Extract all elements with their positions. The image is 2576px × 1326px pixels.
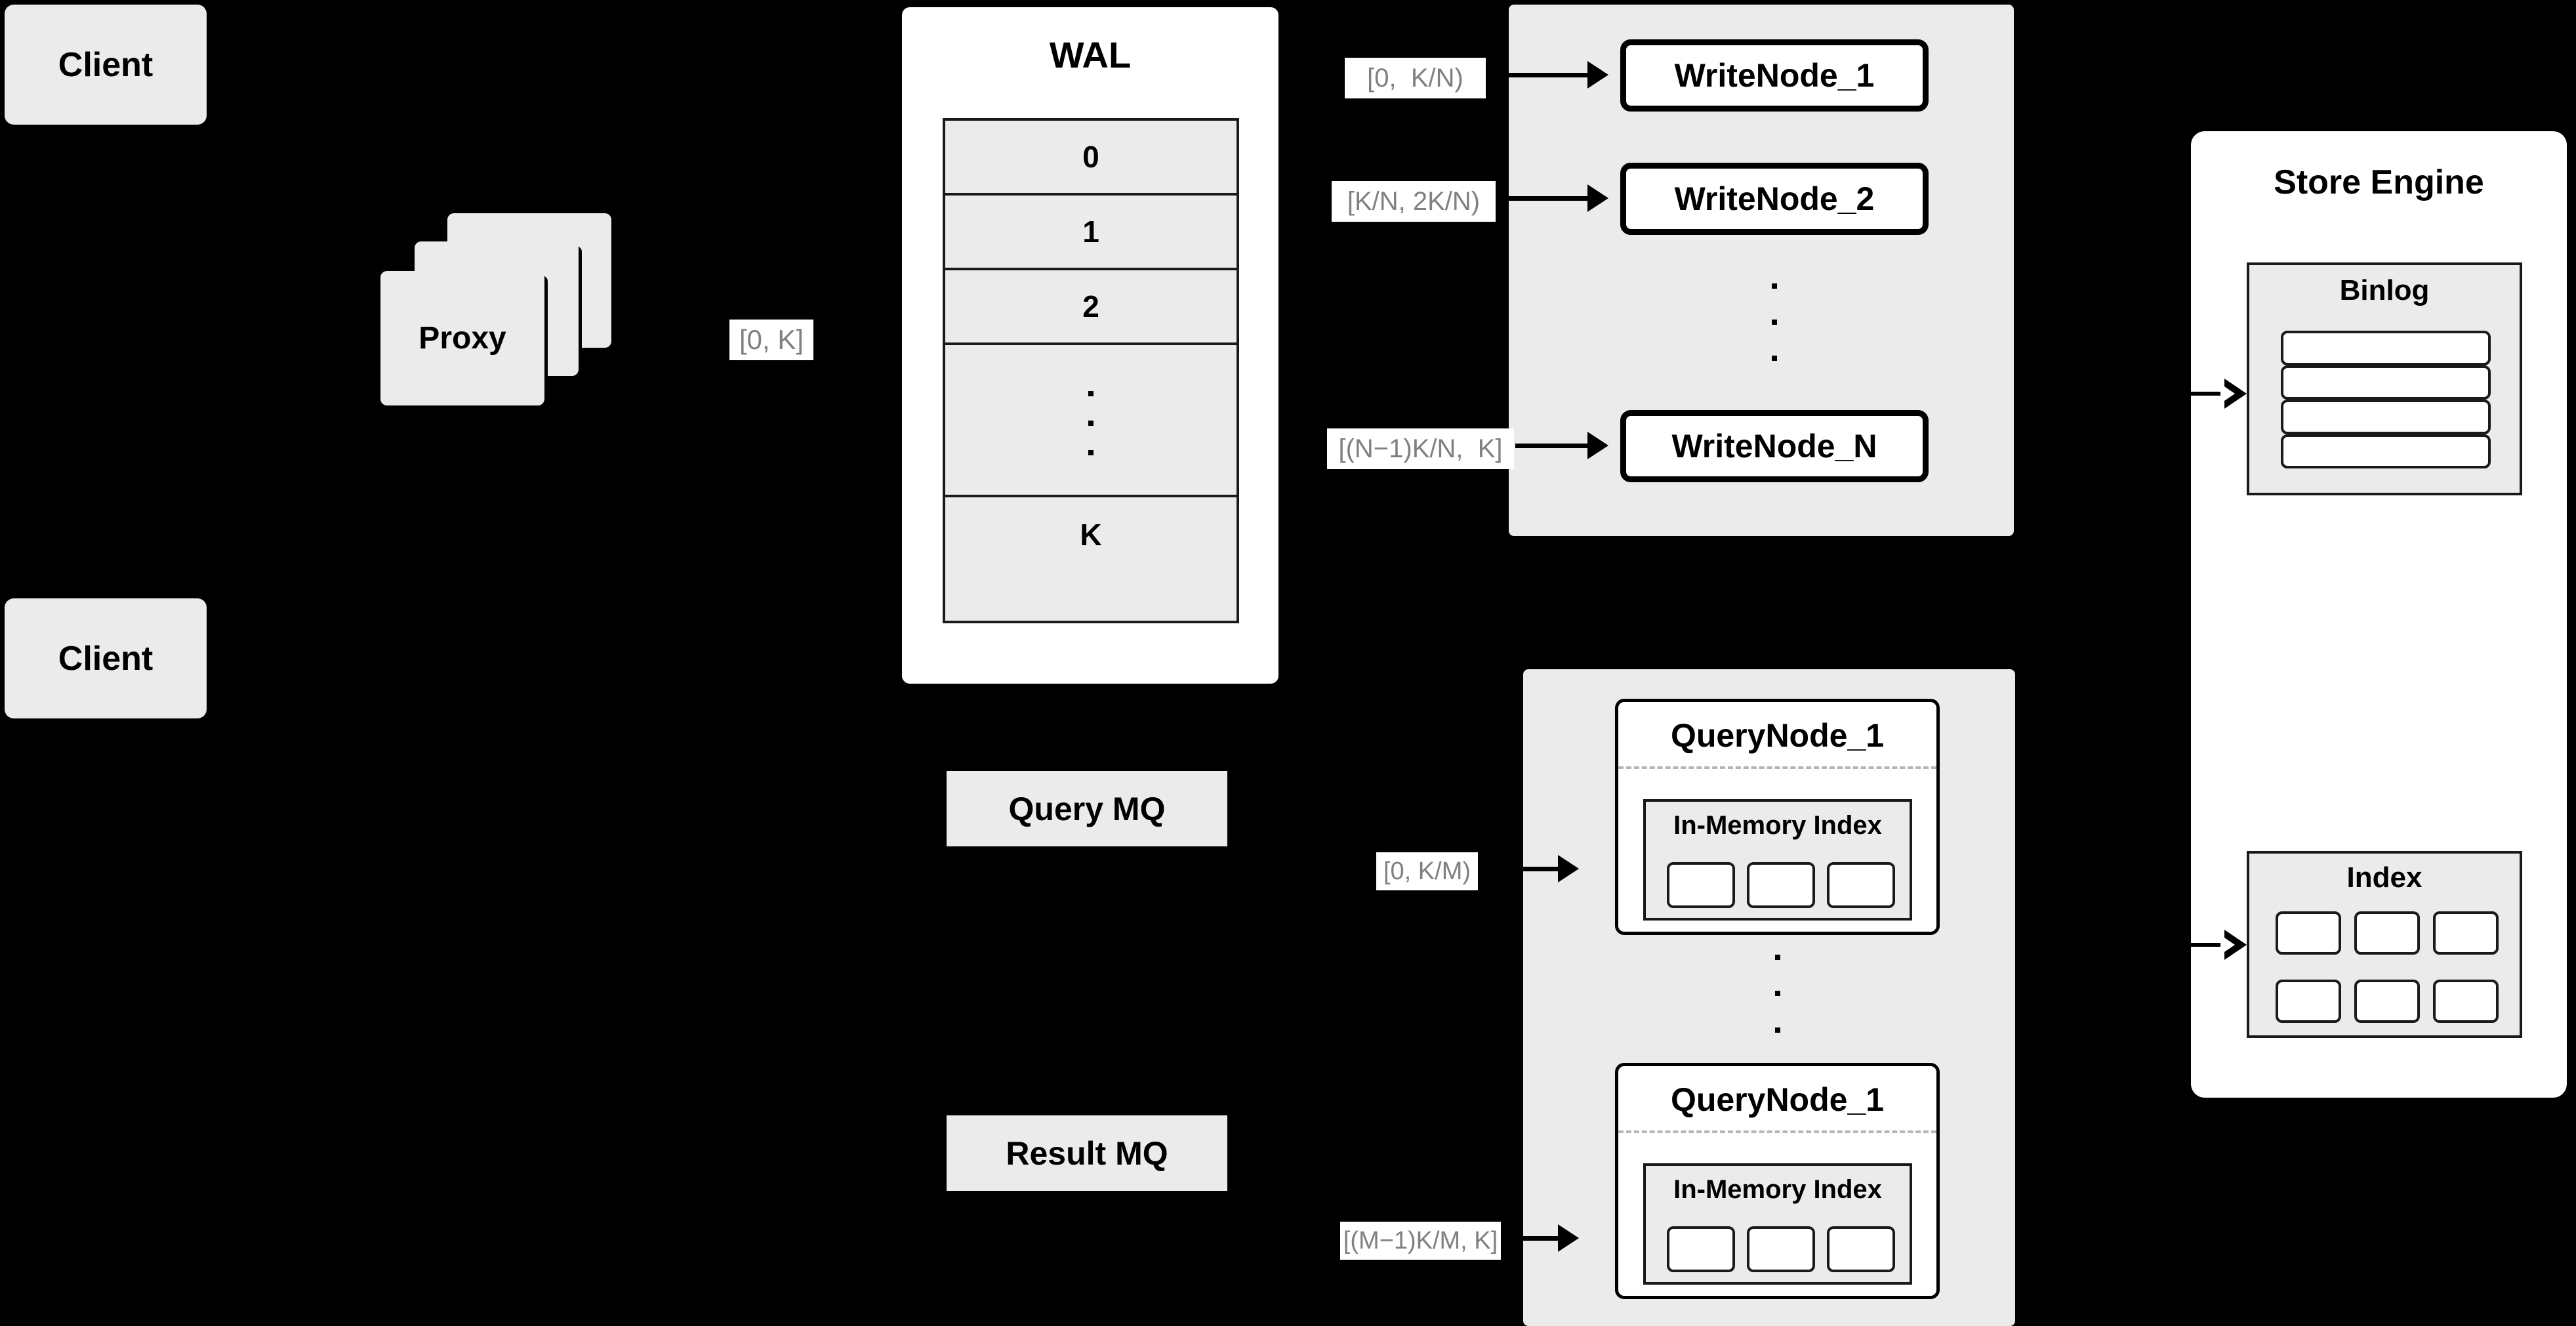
query-node-m[interactable]: QueryNode_1 In-Memory Index	[1615, 1063, 1940, 1299]
index-cell[interactable]	[1667, 862, 1735, 908]
write-node-n-arrow-head	[1587, 432, 1608, 459]
write-node-n-range-label: [(N−1)K/N, K]	[1327, 428, 1514, 469]
write-cluster-ellipsis-dot-3	[1772, 356, 1777, 361]
store-engine-title: Store Engine	[2274, 163, 2484, 201]
index-cell[interactable]	[1827, 1226, 1895, 1272]
query-cluster-ellipsis-dot-2	[1775, 991, 1780, 996]
write-node-2-arrow-line	[1498, 196, 1589, 201]
binlog-rows	[2281, 331, 2491, 468]
write-node-2-range-label: [K/N, 2K/N)	[1332, 181, 1496, 222]
query-node-m-index-title: In-Memory Index	[1673, 1175, 1882, 1204]
index-cell[interactable]	[2354, 980, 2420, 1023]
index-cell[interactable]	[2276, 980, 2341, 1023]
wal-row-1[interactable]: 1	[945, 196, 1237, 270]
index-box: Index	[2247, 851, 2522, 1038]
binlog-row[interactable]	[2281, 331, 2491, 365]
client-label-2: Client	[58, 639, 153, 678]
write-node-n-label: WriteNode_N	[1671, 428, 1877, 465]
wal-row-ellipsis	[945, 345, 1237, 497]
query-node-m-range-label: [(M−1)K/M, K]	[1340, 1222, 1501, 1260]
wal-ellipsis-dot-2	[1088, 421, 1094, 426]
index-cell[interactable]	[2276, 911, 2341, 955]
query-node-1-label: QueryNode_1	[1670, 717, 1885, 754]
query-node-1-arrow-head	[1558, 855, 1579, 882]
index-title: Index	[2346, 861, 2423, 894]
wal-row-k[interactable]: K	[1080, 518, 1102, 552]
query-node-1-separator	[1618, 766, 1936, 769]
query-mq-box[interactable]: Query MQ	[947, 771, 1227, 846]
binlog-row[interactable]	[2281, 434, 2491, 468]
query-node-1-in-memory-index: In-Memory Index	[1643, 799, 1912, 921]
wal-ellipsis-dot-3	[1088, 450, 1094, 455]
index-grid-row	[2276, 911, 2499, 955]
index-grid	[2276, 911, 2499, 1023]
proxy-label: Proxy	[419, 321, 506, 356]
write-node-1-range-label: [0, K/N)	[1345, 58, 1486, 98]
binlog-row[interactable]	[2281, 400, 2491, 434]
binlog-arrow-head	[2220, 379, 2247, 409]
binlog-row[interactable]	[2281, 365, 2491, 400]
query-node-m-in-memory-index: In-Memory Index	[1643, 1163, 1912, 1285]
query-node-1-index-cells	[1667, 862, 1895, 908]
index-cell[interactable]	[2433, 911, 2499, 955]
wal-row-2[interactable]: 2	[945, 270, 1237, 345]
write-node-n-arrow-line	[1515, 444, 1589, 448]
write-node-2-label: WriteNode_2	[1674, 180, 1875, 217]
query-mq-label: Query MQ	[1008, 790, 1166, 827]
write-node-1-arrow-line	[1488, 73, 1589, 77]
query-node-m-label: QueryNode_1	[1670, 1081, 1885, 1118]
wal-table: 0 1 2 K	[943, 118, 1239, 623]
client-box-1[interactable]: Client	[5, 5, 207, 125]
write-cluster-ellipsis-dot-1	[1772, 283, 1777, 289]
query-node-1[interactable]: QueryNode_1 In-Memory Index	[1615, 699, 1940, 935]
query-node-m-arrow-line	[1503, 1236, 1560, 1241]
query-node-1-arrow-line	[1480, 867, 1560, 871]
query-cluster-ellipsis-dot-1	[1775, 955, 1780, 960]
index-cell[interactable]	[1747, 862, 1815, 908]
proxy-box[interactable]: Proxy	[380, 271, 544, 405]
query-node-1-range-label: [0, K/M)	[1376, 852, 1478, 890]
query-node-m-index-cells	[1667, 1226, 1895, 1272]
query-node-m-separator	[1618, 1130, 1936, 1133]
query-cluster-ellipsis-dot-3	[1775, 1027, 1780, 1033]
index-cell[interactable]	[1747, 1226, 1815, 1272]
write-cluster-ellipsis-dot-2	[1772, 320, 1777, 325]
proxy-range-label: [0, K]	[729, 320, 813, 360]
query-node-1-index-title: In-Memory Index	[1673, 811, 1882, 840]
binlog-title: Binlog	[2339, 274, 2430, 306]
result-mq-box[interactable]: Result MQ	[947, 1115, 1227, 1191]
write-node-1[interactable]: WriteNode_1	[1620, 39, 1929, 112]
result-mq-label: Result MQ	[1006, 1134, 1168, 1172]
write-node-n[interactable]: WriteNode_N	[1620, 410, 1929, 482]
wal-ellipsis-dot-1	[1088, 391, 1094, 396]
wal-row-0[interactable]: 0	[945, 121, 1237, 196]
binlog-box: Binlog	[2247, 262, 2522, 495]
write-node-1-arrow-head	[1587, 61, 1608, 89]
proxy-stack[interactable]: Proxy	[380, 213, 656, 423]
client-box-2[interactable]: Client	[5, 598, 207, 718]
index-cell[interactable]	[2433, 980, 2499, 1023]
index-arrow-head	[2220, 930, 2247, 960]
wal-title: WAL	[1049, 34, 1132, 75]
index-grid-row	[2276, 980, 2499, 1023]
write-node-1-label: WriteNode_1	[1674, 57, 1875, 94]
binlog-arrow-line	[2188, 392, 2227, 396]
index-cell[interactable]	[2354, 911, 2420, 955]
index-arrow-line	[2188, 943, 2227, 947]
index-cell[interactable]	[1827, 862, 1895, 908]
index-cell[interactable]	[1667, 1226, 1735, 1272]
write-node-2-arrow-head	[1587, 184, 1608, 212]
client-label-1: Client	[58, 45, 153, 84]
write-node-2[interactable]: WriteNode_2	[1620, 163, 1929, 235]
query-node-m-arrow-head	[1558, 1224, 1579, 1252]
